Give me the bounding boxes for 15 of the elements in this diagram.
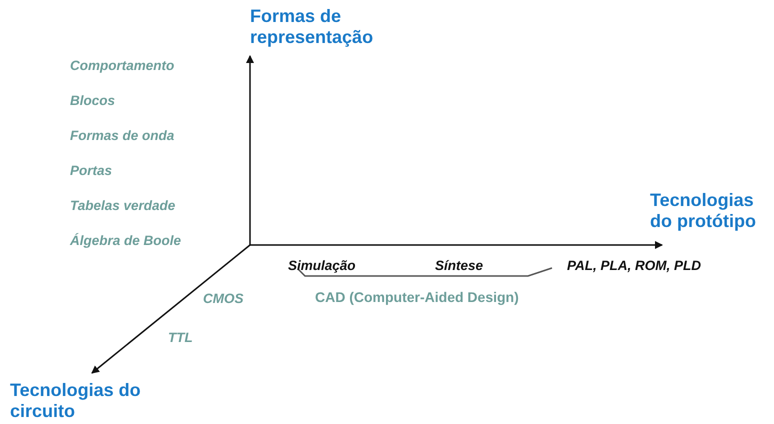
axis-item: Blocos (70, 93, 116, 109)
axis-title: Tecnologias do circuito (10, 380, 142, 422)
axis-item: Álgebra de Boole (70, 233, 182, 249)
axis-title: Tecnologias do protótipo (650, 190, 757, 232)
step-label: Simulação (288, 258, 356, 274)
device-list: PAL, PLA, ROM, PLD (567, 258, 701, 274)
axis-item: Tabelas verdade (70, 198, 176, 214)
axis-item: Portas (70, 163, 112, 179)
axis-title: Formas de representação (250, 6, 374, 48)
bracket-label: CAD (Computer-Aided Design) (315, 289, 519, 306)
step-label: Síntese (435, 258, 484, 274)
axis-item: TTL (168, 330, 193, 346)
axis-item: CMOS (203, 291, 244, 307)
axis-item: Comportamento (70, 58, 174, 74)
axis-item: Formas de onda (70, 128, 174, 144)
